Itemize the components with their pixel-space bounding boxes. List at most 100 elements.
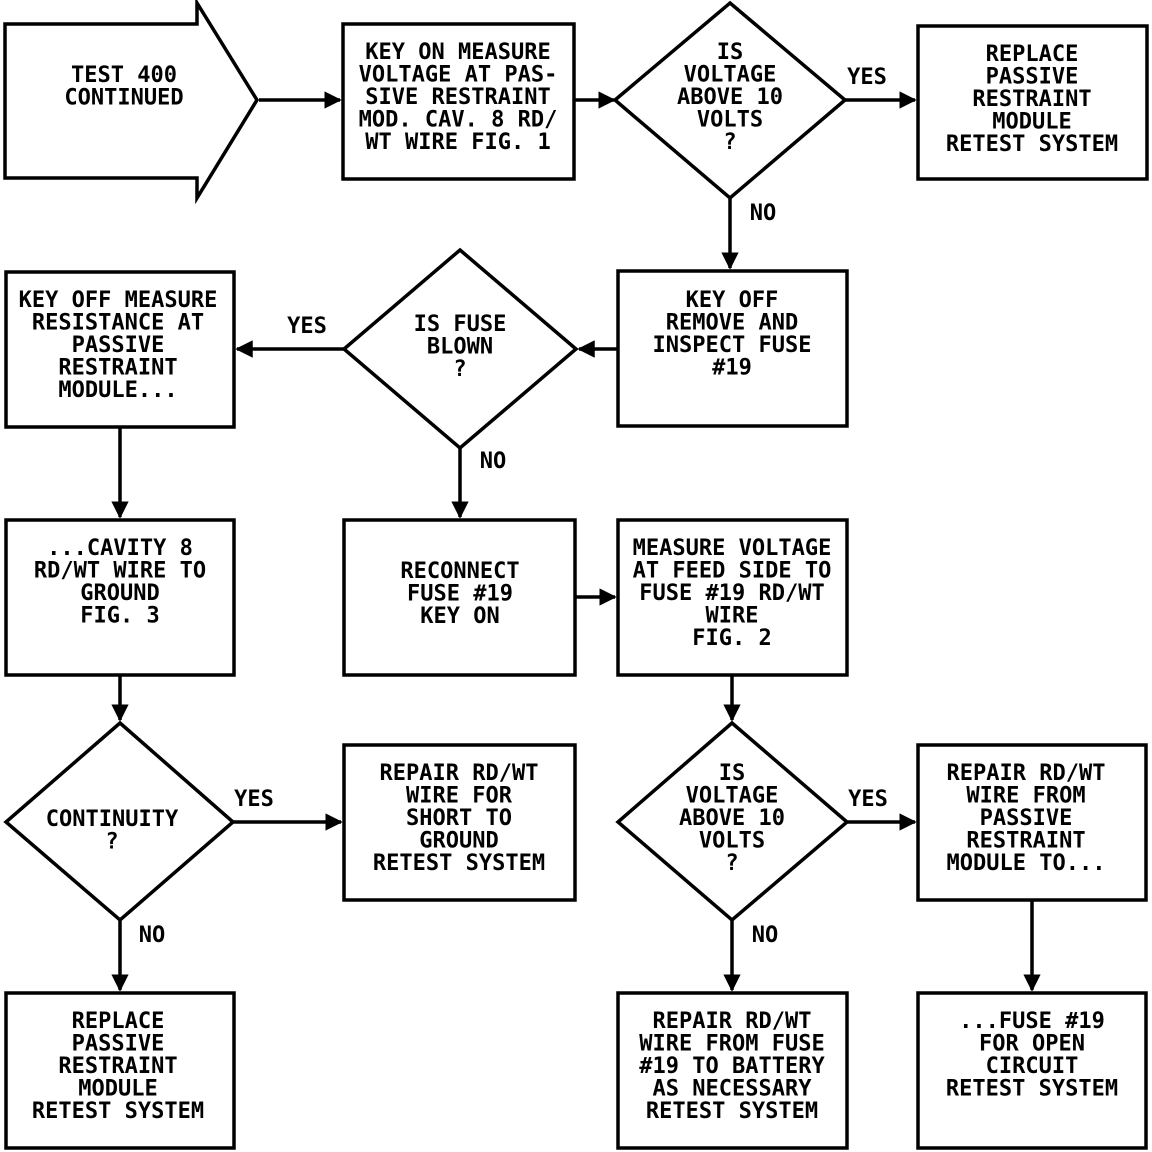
node-text-line: VOLTAGE AT PAS- (359, 63, 558, 88)
node-text-line: INSPECT FUSE (653, 333, 812, 358)
node-text-line: REPAIR RD/WT (653, 1009, 812, 1034)
node-text-line: CIRCUIT (986, 1054, 1079, 1079)
node-text-line: RESTRAINT (58, 1054, 177, 1079)
node-text-line: RESTRAINT (966, 829, 1085, 854)
edge-label-cont-no: NO (139, 923, 166, 948)
node-text-line: PASSIVE (980, 806, 1073, 831)
node-text-line: RETEST SYSTEM (646, 1099, 818, 1124)
node-text-line: WIRE (706, 604, 759, 629)
measure-feed-box (616, 518, 849, 677)
node-text-line: #19 TO BATTERY (639, 1054, 825, 1079)
fuse-open-box (916, 991, 1148, 1150)
node-text-line: REPAIR RD/WT (947, 761, 1106, 786)
node-text-line: WIRE FOR (406, 784, 513, 809)
node-text-line: AT FEED SIDE TO (633, 559, 832, 584)
start-arrow-shape (3, 0, 260, 205)
repair-short-box (342, 743, 577, 902)
q-continuity-text: CONTINUITY? (46, 807, 179, 855)
node-text-line: ABOVE 10 (677, 85, 783, 110)
node-text-line: RETEST SYSTEM (946, 1077, 1118, 1102)
edge-label-q1-no: NO (750, 201, 777, 226)
node-text-line: WIRE FROM (966, 784, 1085, 809)
node-text-line: PASSIVE (986, 65, 1079, 90)
edge-label-q2-yes: YES (848, 787, 888, 812)
node-text-line: IS (719, 761, 746, 786)
node-text-line: ABOVE 10 (679, 806, 785, 831)
node-text-line: IS (717, 40, 744, 65)
node-text-line: MODULE (992, 110, 1071, 135)
node-text-line: MODULE TO... (947, 851, 1106, 876)
node-text-line: FIG. 2 (692, 626, 771, 651)
node-text-line: MODULE... (58, 378, 177, 403)
node-text-line: SHORT TO (406, 806, 512, 831)
node-text-line: RESTRAINT (58, 356, 177, 381)
edge-label-cont-yes: YES (234, 787, 274, 812)
node-text-line: PASSIVE (72, 1032, 165, 1057)
node-text-line: FOR OPEN (979, 1032, 1085, 1057)
node-text-line: RECONNECT (400, 559, 519, 584)
node-text-line: ? (105, 830, 118, 855)
node-text-line: BLOWN (427, 335, 493, 360)
node-text-line: AS NECESSARY (653, 1077, 813, 1102)
node-text-line: #19 (712, 356, 752, 381)
node-text-line: WT WIRE FIG. 1 (365, 130, 550, 155)
node-text-line: VOLTS (699, 829, 765, 854)
edge-label-q1-yes: YES (847, 65, 887, 90)
node-text-line: FUSE #19 RD/WT (639, 581, 824, 606)
node-text-line: RETEST SYSTEM (32, 1099, 204, 1124)
node-text-line: RD/WT WIRE TO (34, 559, 206, 584)
edge-label-q2-no: NO (752, 923, 779, 948)
measure-cav8-box (341, 22, 576, 181)
replace-module-2-box (4, 991, 236, 1150)
node-text-line: WIRE FROM FUSE (639, 1032, 824, 1057)
node-text-line: ? (725, 851, 738, 876)
node-text-line: ? (723, 130, 736, 155)
node-text-line: GROUND (419, 829, 498, 854)
node-text-line: REMOVE AND (666, 311, 798, 336)
node-text-line: MEASURE VOLTAGE (633, 536, 832, 561)
repair-module-to-box (916, 743, 1148, 902)
node-text-line: IS FUSE (414, 312, 507, 337)
node-text-line: RETEST SYSTEM (373, 851, 545, 876)
node-text-line: ? (453, 357, 466, 382)
repair-fuse-battery-box (616, 991, 849, 1150)
node-text-line: CONTINUED (64, 86, 183, 111)
node-text-line: FIG. 3 (80, 604, 159, 629)
node-text-line: CONTINUITY (46, 807, 179, 832)
node-text-line: ...FUSE #19 (959, 1009, 1105, 1034)
node-text-line: REPLACE (986, 42, 1079, 67)
node-text-line: KEY ON (420, 604, 499, 629)
edge-label-fuse-yes: YES (287, 314, 327, 339)
replace-module-1-box (916, 24, 1149, 181)
node-text-line: RETEST SYSTEM (946, 132, 1118, 157)
node-text-line: MOD. CAV. 8 RD/ (359, 108, 558, 133)
edge-label-fuse-no: NO (480, 449, 507, 474)
node-text-line: TEST 400 (71, 63, 177, 88)
node-text-line: KEY OFF MEASURE (19, 288, 218, 313)
node-text-line: FUSE #19 (407, 582, 513, 607)
node-text-line: RESISTANCE AT (32, 311, 204, 336)
node-text-line: KEY OFF (686, 288, 779, 313)
node-text-line: VOLTAGE (684, 63, 777, 88)
node-text-line: PASSIVE (72, 333, 165, 358)
node-text-line: ...CAVITY 8 (47, 536, 193, 561)
node-text-line: MODULE (78, 1077, 157, 1102)
node-text-line: REPAIR RD/WT (380, 761, 539, 786)
node-text-line: RESTRAINT (972, 87, 1091, 112)
node-text-line: KEY ON MEASURE (365, 40, 550, 65)
